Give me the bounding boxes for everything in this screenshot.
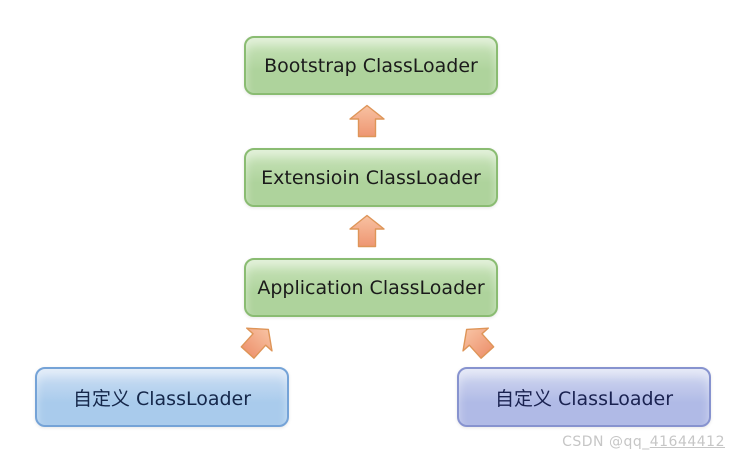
up-right-arrow-custom-left-to-application: [240, 327, 273, 359]
node-extension-label: Extensioin ClassLoader: [261, 166, 481, 189]
node-custom-left-label: 自定义 ClassLoader: [72, 387, 252, 410]
node-extension-classloader: Extensioin ClassLoader: [244, 148, 498, 207]
up-arrow-extension-to-bootstrap: [349, 104, 385, 138]
up-left-arrow-custom-right-to-application: [462, 327, 495, 359]
watermark-user-id: 41644412: [649, 434, 725, 450]
csdn-watermark: CSDN @qq_41644412: [562, 434, 725, 450]
node-custom-classloader-right: 自定义 ClassLoader: [457, 367, 711, 427]
node-custom-right-label: 自定义 ClassLoader: [494, 387, 674, 410]
watermark-prefix: CSDN @qq_: [562, 434, 650, 450]
node-application-label: Application ClassLoader: [257, 276, 485, 299]
node-bootstrap-classloader: Bootstrap ClassLoader: [244, 36, 498, 95]
node-custom-classloader-left: 自定义 ClassLoader: [35, 367, 289, 427]
up-arrow-application-to-extension: [349, 214, 385, 248]
node-bootstrap-label: Bootstrap ClassLoader: [264, 54, 478, 77]
node-application-classloader: Application ClassLoader: [244, 258, 498, 317]
